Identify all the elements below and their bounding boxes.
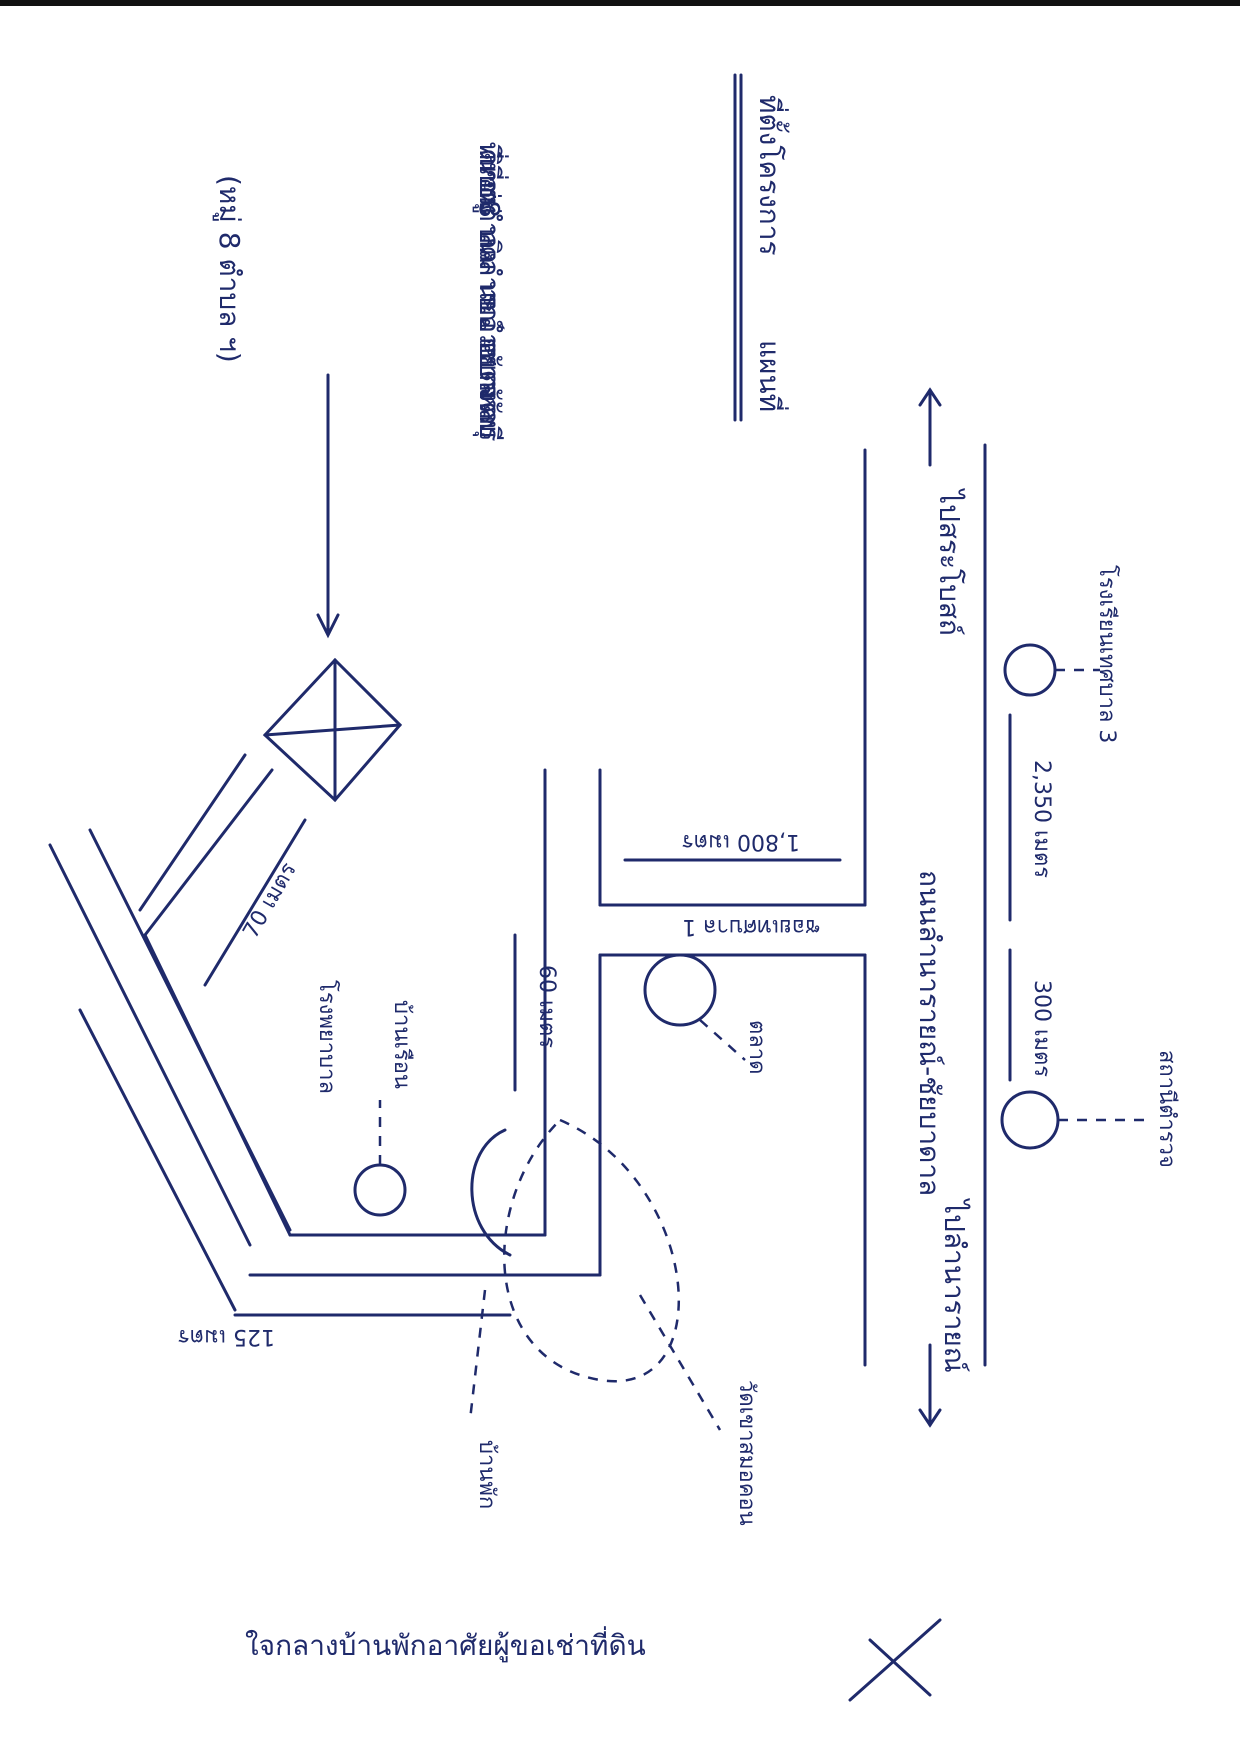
- police-label: สถานีตำรวจ: [1154, 1050, 1179, 1168]
- side-road-label: ซอยเทศบาล 1: [682, 914, 820, 939]
- temple-marker: [643, 953, 717, 1027]
- market-label: ตลาด: [744, 1020, 769, 1074]
- house-label: บ้านเรือน: [389, 1000, 414, 1089]
- arrow-up-head: [918, 387, 942, 407]
- house-lower-label: บ้านพัก: [474, 1440, 499, 1509]
- school-marker: [1003, 643, 1057, 697]
- local-roads: [233, 443, 987, 1367]
- project-site-marker: [262, 657, 403, 803]
- site-arrow-head: [316, 613, 340, 639]
- map-title: ที่ตั้งโครงการ: [753, 95, 790, 256]
- distance-125: 125 เมตร: [178, 1324, 275, 1349]
- curve-arc: [470, 1128, 512, 1257]
- hospital-label: โรงพยาบาล: [314, 980, 340, 1094]
- distance-70-line: [203, 818, 307, 987]
- temple-lower-leader: [638, 1294, 722, 1431]
- project-area-outline: [502, 1118, 681, 1383]
- distance-1800: 1,800 เมตร: [682, 829, 800, 854]
- house-marker: [353, 1163, 407, 1217]
- road-right-label: ไปลำนารายณ์: [938, 1198, 971, 1373]
- bottom-caption: ใจกลางบ้านพักอาศัยผู้ขอเช่าที่ดิน: [245, 1626, 646, 1663]
- map-title-prefix: แผนที่: [753, 340, 789, 412]
- access-road: [48, 753, 292, 1312]
- project-site-label: ที่ดินที่ขอเช่า หมู่ 8 ตำบลนิคมลำนารายณ์…: [472, 142, 509, 442]
- distance-2350: 2,350 เมตร: [1029, 760, 1054, 878]
- scan-edge: [0, 0, 1240, 6]
- highway-label: ถนนลำนารายณ์-ชัยบาดาล: [913, 870, 946, 1196]
- house-lower-leader: [468, 1289, 487, 1421]
- temple-lower-label: วัดเขาสมอคอน: [734, 1380, 759, 1526]
- police-marker: [1000, 1090, 1060, 1150]
- signature-mark: [848, 1618, 942, 1702]
- school-label: โรงเรียนเทศบาล 3: [1094, 565, 1120, 743]
- road-left-label: ไปสระโบสถ์: [933, 488, 966, 636]
- arrow-down-head: [918, 1408, 942, 1428]
- plot-number-label: (หมู่ 8 ตำบล ฯ): [212, 175, 246, 363]
- distance-60: 60 เมตร: [534, 965, 559, 1048]
- distance-70: 70 เมตร: [239, 858, 302, 943]
- temple-leader: [699, 1019, 746, 1061]
- distance-300: 300 เมตร: [1029, 980, 1054, 1077]
